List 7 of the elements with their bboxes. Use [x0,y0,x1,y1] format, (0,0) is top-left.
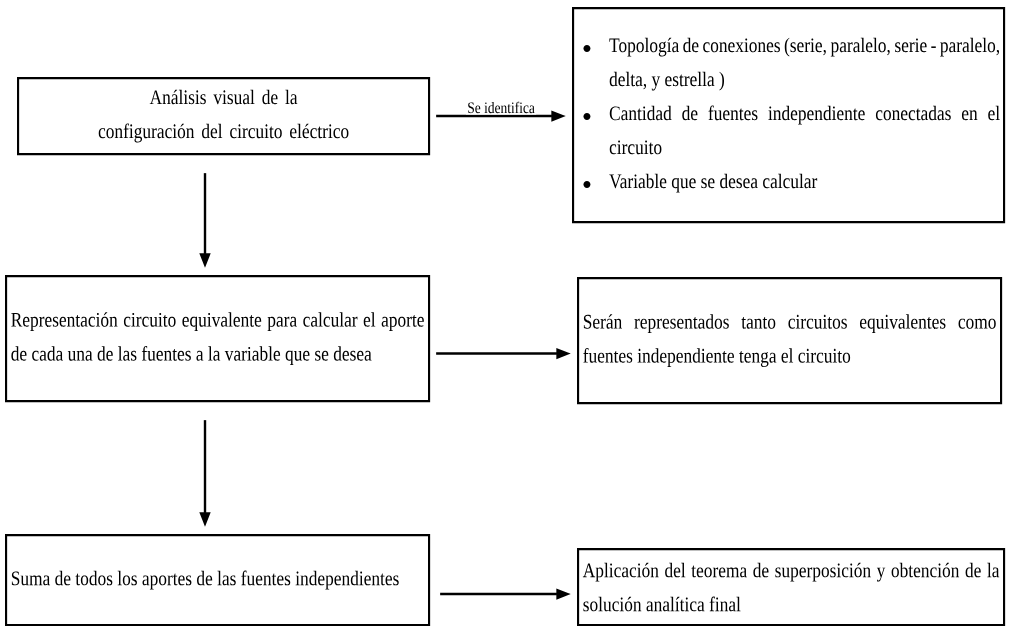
process-box: Topología de conexiones (serie, paralelo, serie - paralelo, delta, y estrella ) Cantidad de fuentes independiente conectadas en el circuito Variable que se desea calcular [572,7,1006,224]
process-box: Serán representados tanto circuitos equivalentes como fuentes independiente tenga el circuito [577,277,1003,405]
process-box: Aplicación del teorema de superposición y obtención de la solución analítica final [577,548,1006,626]
process-box: Suma de todos los aportes de las fuentes independientes [5,534,431,626]
process-box: Representación circuito equivalente para calcular el aporte de cada una de las fuentes a la variable que se desea [5,275,431,403]
process-box: Análisis visual de la configuración del circuito eléctrico [17,77,431,156]
edge-label: Se identifica [465,100,537,115]
